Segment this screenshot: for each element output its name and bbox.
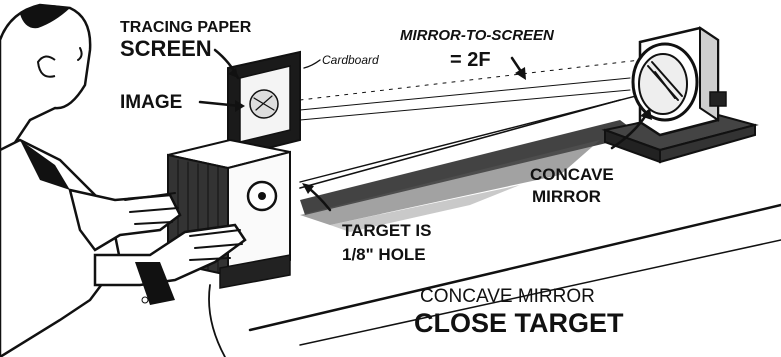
- label-concave: CONCAVE: [530, 165, 614, 184]
- label-mirror: MIRROR: [532, 187, 601, 206]
- label-target-is: TARGET IS: [342, 221, 431, 240]
- caption-line-2: CLOSE TARGET: [414, 308, 624, 338]
- concave-mirror-stand: [605, 28, 755, 162]
- label-two-f: = 2F: [450, 49, 491, 71]
- label-tracing-paper: TRACING PAPER: [120, 19, 252, 36]
- label-hole-size: 1/8" HOLE: [342, 245, 426, 264]
- label-cardboard: Cardboard: [322, 53, 379, 67]
- label-image: IMAGE: [120, 92, 182, 113]
- label-mirror-to-screen: MIRROR-TO-SCREEN: [400, 27, 555, 44]
- label-screen: SCREEN: [120, 36, 212, 61]
- caption-line-1: CONCAVE MIRROR: [420, 286, 595, 307]
